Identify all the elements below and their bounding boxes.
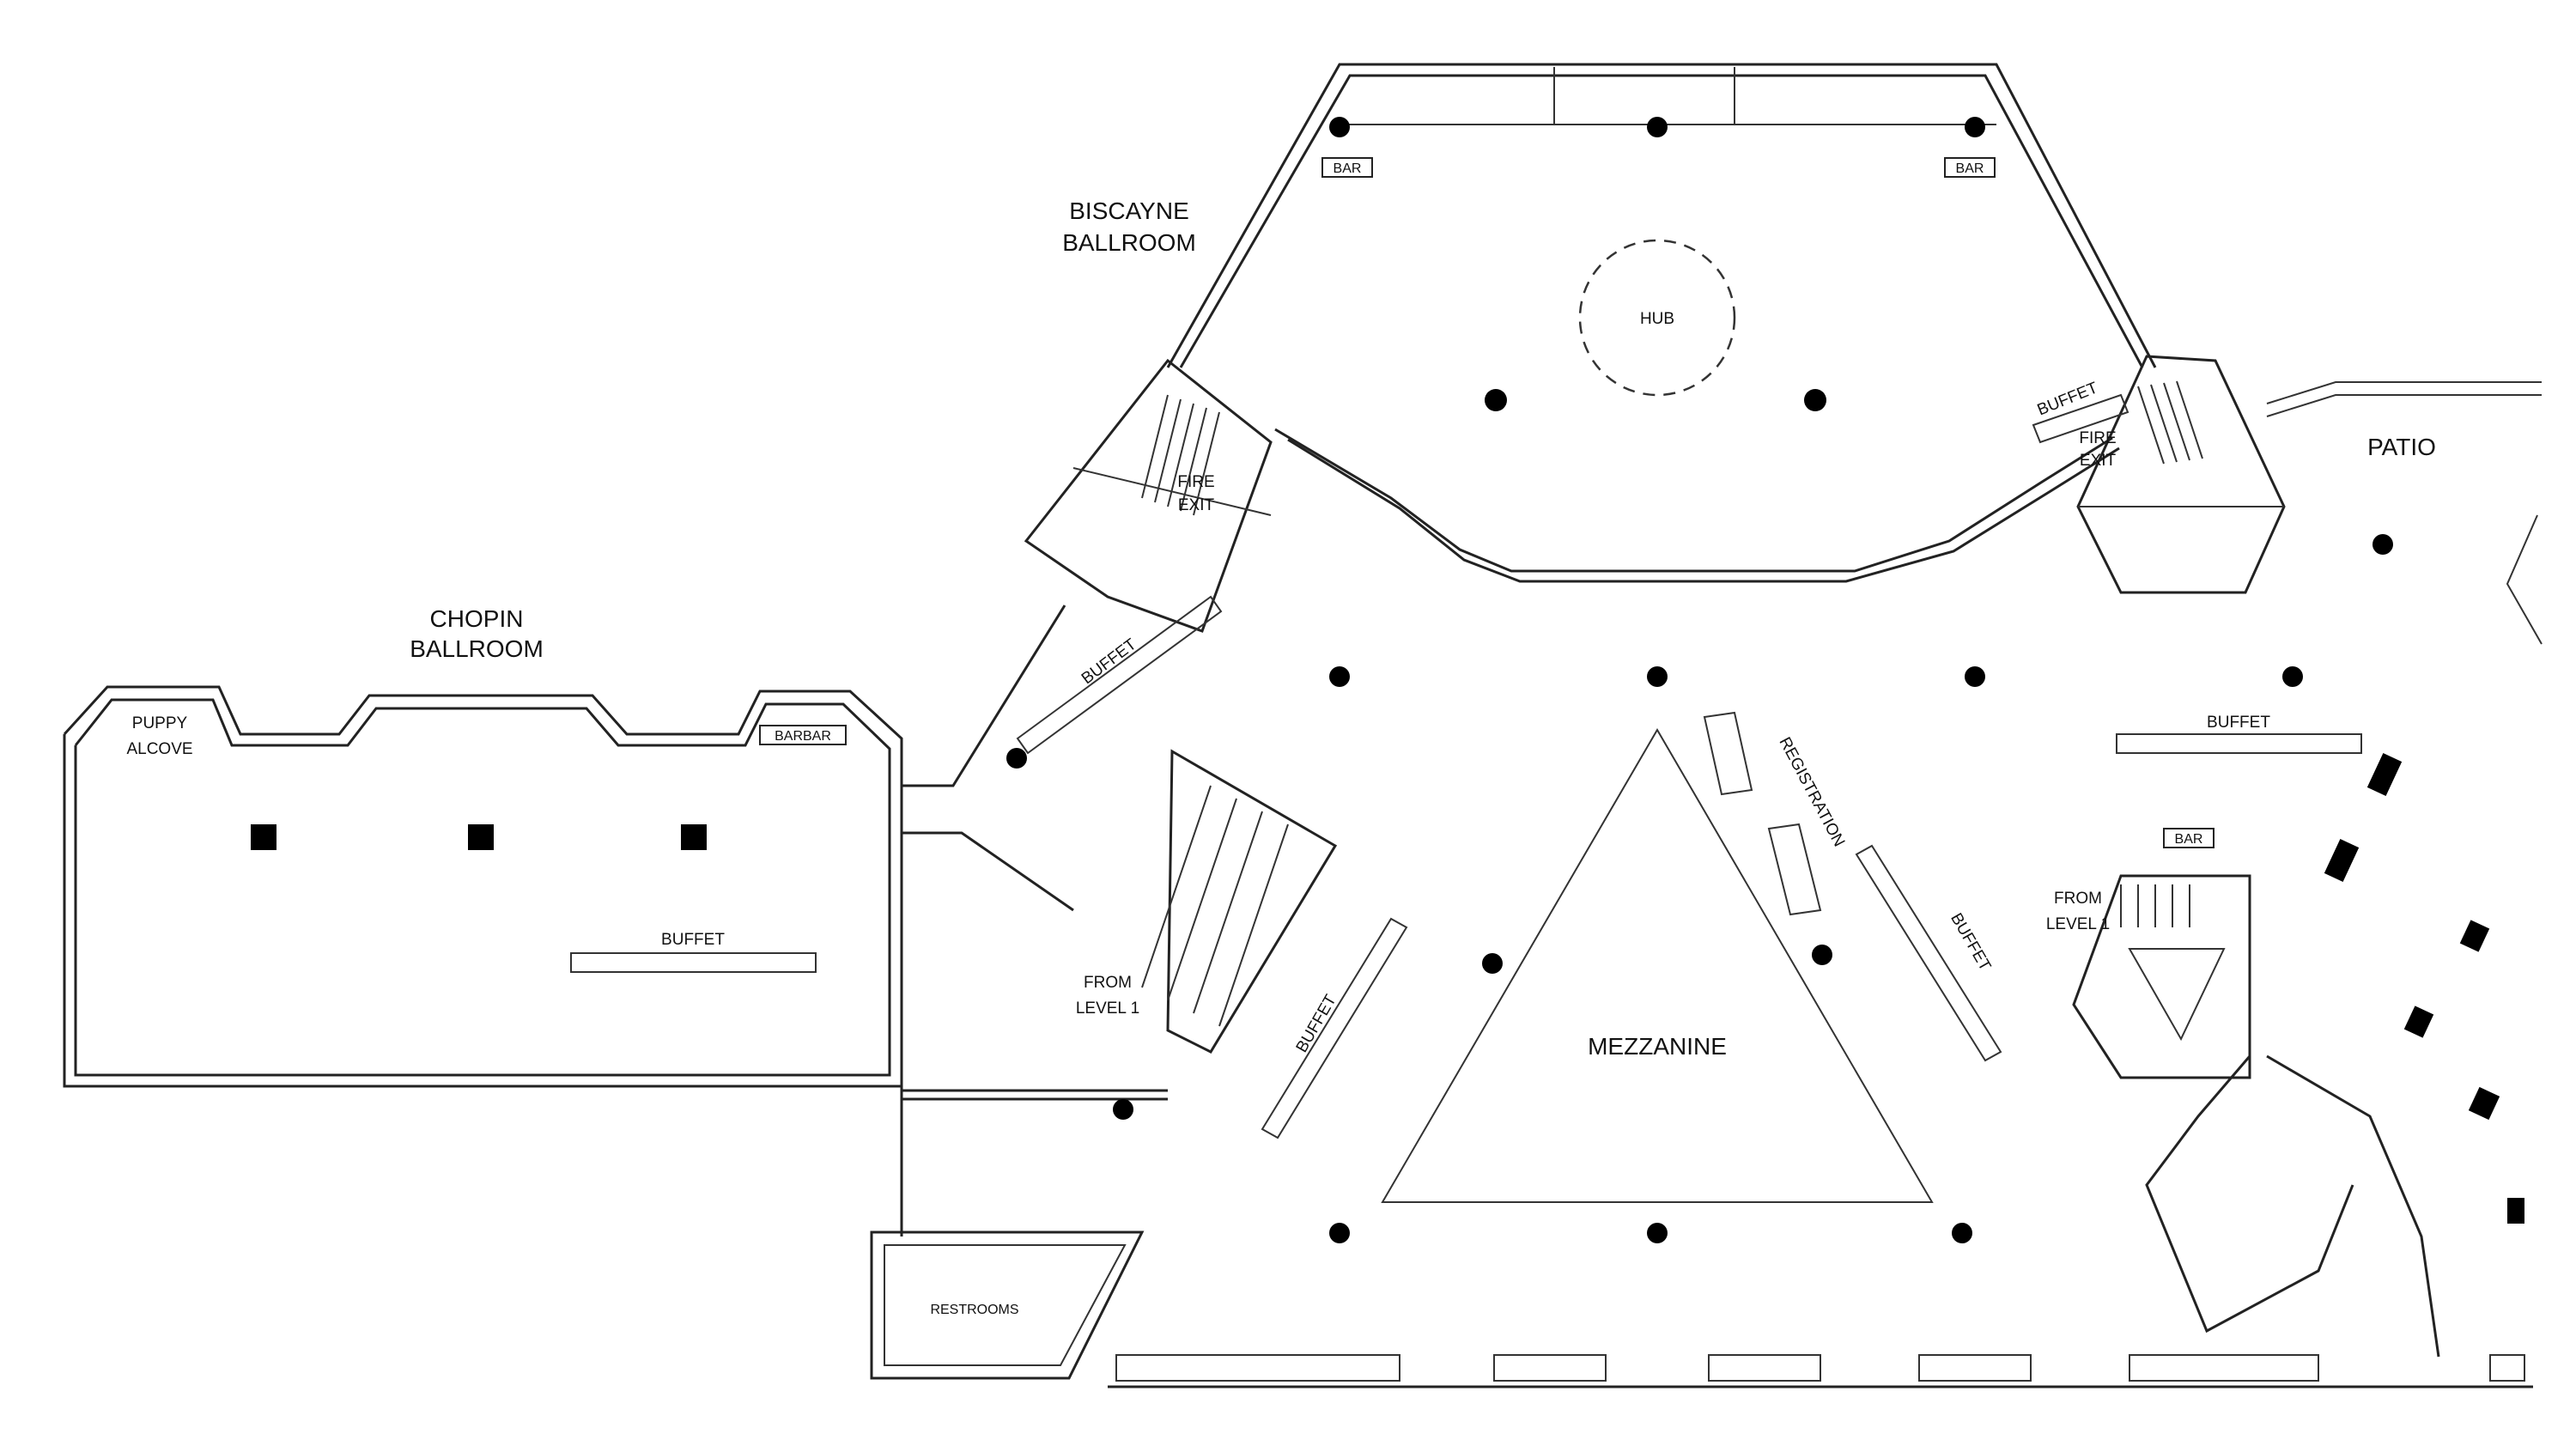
column-square <box>251 824 276 850</box>
restrooms-label: RESTROOMS <box>930 1303 1018 1317</box>
column-block <box>2468 1086 2500 1121</box>
hub-label: HUB <box>1640 310 1674 328</box>
registration-desks <box>1703 711 1822 916</box>
biscayne-ballroom-label-line1: BISCAYNE <box>1069 197 1189 224</box>
fire-exit-left-label-line1: FIRE <box>1177 473 1214 491</box>
column-round <box>1482 953 1503 974</box>
column-square <box>681 824 707 850</box>
restrooms-walls <box>870 1230 1145 1380</box>
biscayne-ballroom-label-line2: BALLROOM <box>1062 229 1196 256</box>
column-round <box>1329 666 1350 687</box>
column-block <box>2507 1198 2524 1224</box>
column-round <box>1647 1223 1668 1243</box>
bar-tag-box <box>1944 157 1996 178</box>
column-round <box>2282 666 2303 687</box>
corridor-walls <box>900 605 1168 1236</box>
patio-label: PATIO <box>2367 434 2436 460</box>
stair-from-level-1-right <box>2072 874 2251 1079</box>
column-round <box>1329 117 1350 137</box>
column-block <box>2366 752 2403 797</box>
registration-label: REGISTRATION <box>1775 734 1848 849</box>
column-round <box>1952 1223 1972 1243</box>
buffet-label: BUFFET <box>1947 910 1994 975</box>
from-level-1-right-label-line2: LEVEL 1 <box>2046 915 2110 933</box>
buffet-label: BUFFET <box>1078 635 1140 688</box>
fire-exit-stair-left <box>1024 358 1273 633</box>
from-level-1-left-label-line2: LEVEL 1 <box>1076 999 1139 1018</box>
column-block <box>2403 1006 2434 1038</box>
barbar-label: BARBAR <box>775 729 831 744</box>
columns <box>251 117 2524 1243</box>
patio-edges <box>2266 381 2543 645</box>
fire-exit-stair-right <box>2076 355 2286 594</box>
bar-label: BAR <box>1334 161 1362 176</box>
hub-circle <box>1578 239 1736 397</box>
buffet-label: BUFFET <box>661 931 725 949</box>
column-round <box>1006 748 1027 769</box>
column-round <box>1647 666 1668 687</box>
mezzanine-label: MEZZANINE <box>1588 1033 1727 1060</box>
column-round <box>1804 389 1826 411</box>
buffet-tables <box>570 393 2362 1139</box>
column-round <box>1113 1099 1133 1120</box>
fire-exit-right-label-line2: EXIT <box>2080 452 2117 470</box>
from-level-1-right-label-line1: FROM <box>2054 890 2102 908</box>
chopin-ballroom-walls <box>63 685 903 1088</box>
column-round <box>1485 389 1507 411</box>
escalators-from-level-1 <box>1141 749 1338 1054</box>
chopin-ballroom-label-line1: CHOPIN <box>430 605 524 632</box>
puppy-alcove-label-line1: PUPPY <box>132 714 188 732</box>
column-round <box>1812 945 1832 965</box>
column-round <box>1329 1223 1350 1243</box>
column-square <box>468 824 494 850</box>
bottom-wall-segments <box>1108 1354 2533 1388</box>
column-round <box>2372 534 2393 555</box>
fire-exit-right-label-line1: FIRE <box>2079 429 2116 447</box>
buffet-label: BUFFET <box>2207 714 2270 732</box>
column-round <box>1647 117 1668 137</box>
bar-label: BAR <box>2175 832 2203 847</box>
column-block <box>2459 920 2490 952</box>
bar-label: BAR <box>1956 161 1984 176</box>
chopin-ballroom-label-line2: BALLROOM <box>410 635 544 662</box>
column-block <box>2324 838 2360 883</box>
barbar-tag-box <box>759 725 847 745</box>
lower-right-walls <box>2145 1054 2440 1358</box>
mezzanine-triangle <box>1381 728 1934 1203</box>
fire-exit-left-label-line2: EXIT <box>1178 496 1215 514</box>
column-round <box>1965 117 1985 137</box>
puppy-alcove-label-line2: ALCOVE <box>126 740 192 758</box>
column-round <box>1965 666 1985 687</box>
bar-tag-box <box>2163 828 2215 848</box>
biscayne-ballroom-walls <box>1166 63 2157 583</box>
from-level-1-left-label-line1: FROM <box>1084 974 1132 992</box>
bar-tag-box <box>1321 157 1373 178</box>
